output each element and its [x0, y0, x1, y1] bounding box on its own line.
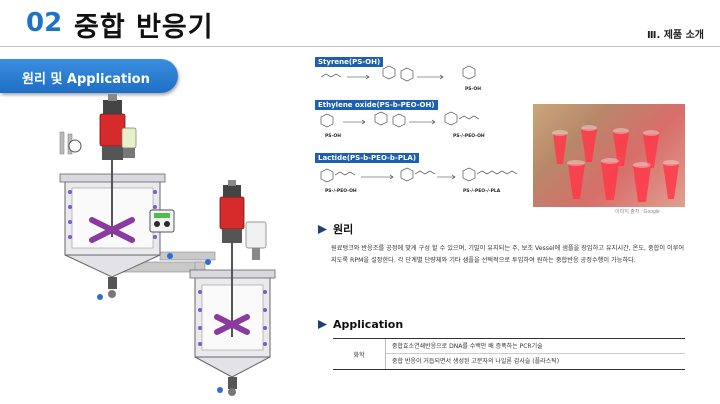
bullet-icon — [318, 320, 327, 329]
principle-tab: 원리 및 Application — [0, 59, 178, 93]
bullet-icon — [318, 225, 327, 234]
tab-label: 원리 및 Application — [22, 72, 150, 87]
application-row: 중합효소연쇄반응으로 DNA를 수백만 배 증폭하는 PCR기술 — [386, 339, 685, 354]
section-number: 02 — [26, 8, 63, 38]
page-title: 중합 반응기 — [74, 12, 214, 43]
principle-heading-text: 원리 — [333, 223, 354, 236]
application-row: 중합 반응이 거듭되면서 생성된 고분자의 나일론 감사슬 (플라스틱) — [392, 358, 560, 365]
photo-caption: 이미지 출처 : Google — [615, 209, 660, 215]
application-table: 화학 중합효소연쇄반응으로 DNA를 수백만 배 증폭하는 PCR기술 중합 반… — [333, 338, 685, 370]
header-divider — [0, 46, 720, 47]
pcr-tubes-photo — [533, 104, 685, 207]
section-label: Ⅲ. 제품 소개 — [646, 30, 704, 41]
application-category: 화학 — [333, 339, 386, 369]
chem-label-styrene: Styrene(PS-OH) — [315, 57, 384, 67]
principle-heading: 원리 — [318, 221, 353, 237]
reactor-left-tank — [59, 94, 175, 300]
pipe — [159, 251, 216, 261]
header: 02 중합 반응기 Ⅲ. 제품 소개 — [0, 0, 720, 46]
principle-text: 원료탱크와 반응조를 공정에 맞게 구성 할 수 있으며, 기밀이 유지되는 주… — [331, 245, 685, 264]
chem-label-ethylene-oxide: Ethylene oxide(PS-b-PEO-OH) — [315, 100, 438, 110]
product-label: PS-/-PEO-OH — [325, 188, 357, 194]
reactor-diagram — [59, 94, 276, 396]
reaction-scheme: PS-OH PS-OH PS-/-PEO-OH PS-/-PEO-OH PS-/… — [320, 65, 518, 194]
product-label: PS-/-PEO-OH — [453, 133, 485, 139]
chem-label-lactide: Lactide(PS-b-PEO-b-PLA) — [315, 153, 420, 163]
product-label: PS-OH — [465, 86, 481, 92]
application-heading-text: Application — [333, 318, 404, 331]
application-heading: Application — [318, 318, 403, 331]
product-label: PS-/-PEO-/-PLA — [463, 188, 501, 194]
product-label: PS-OH — [325, 133, 341, 139]
reactor-right-tank — [189, 180, 276, 396]
